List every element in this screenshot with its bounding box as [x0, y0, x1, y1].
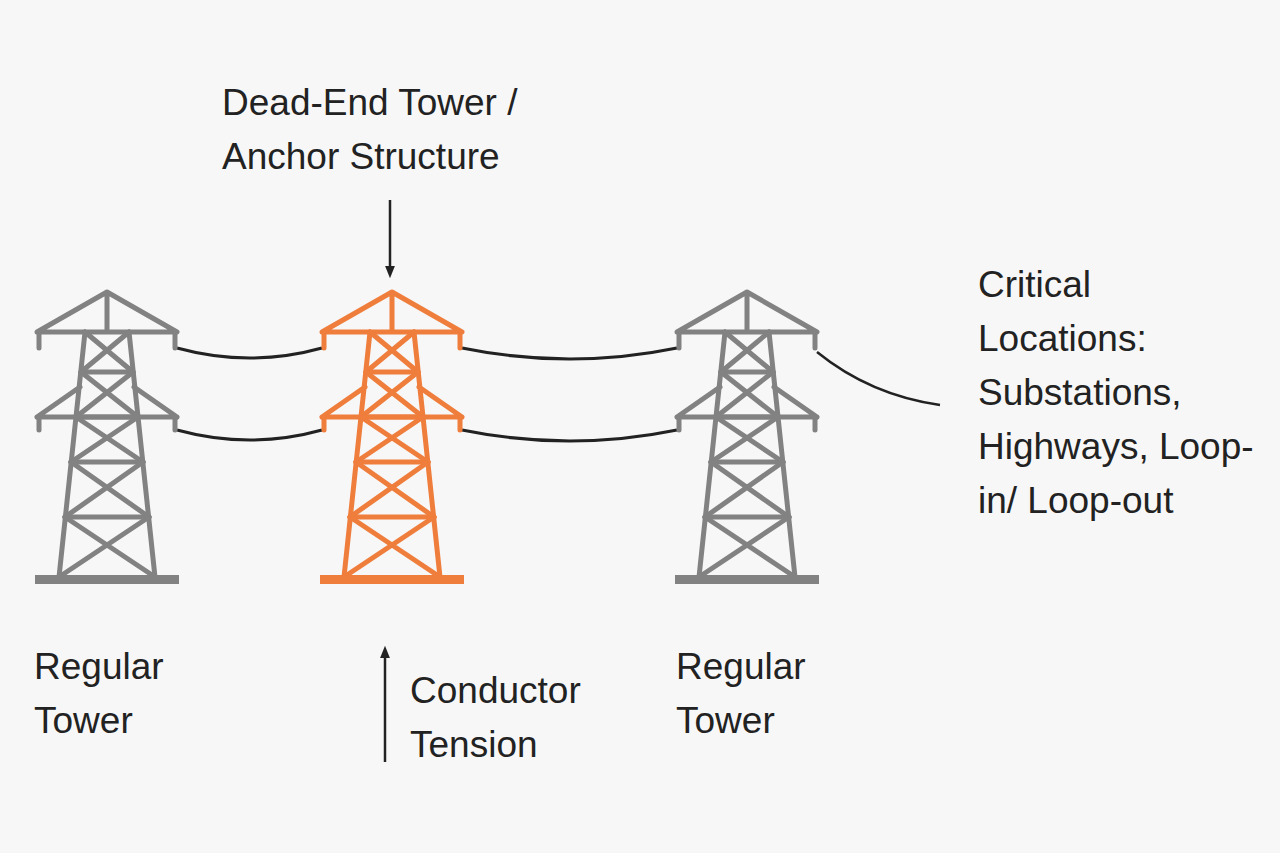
- force-label: Conductor Tension: [410, 664, 640, 772]
- dead-end-tower: [320, 292, 464, 584]
- conductor: [177, 348, 940, 441]
- tension-arrow: [384, 652, 387, 762]
- regular-tower: [35, 292, 179, 584]
- tower-title: Dead-End Tower / Anchor Structure: [222, 76, 602, 184]
- tower-label: Regular Tower: [676, 640, 876, 748]
- callout-note: Critical Locations: Substations, Highway…: [978, 258, 1263, 528]
- regular-tower: [675, 292, 819, 584]
- tower-label: Regular Tower: [34, 640, 234, 748]
- pointer-arrow: [389, 200, 392, 272]
